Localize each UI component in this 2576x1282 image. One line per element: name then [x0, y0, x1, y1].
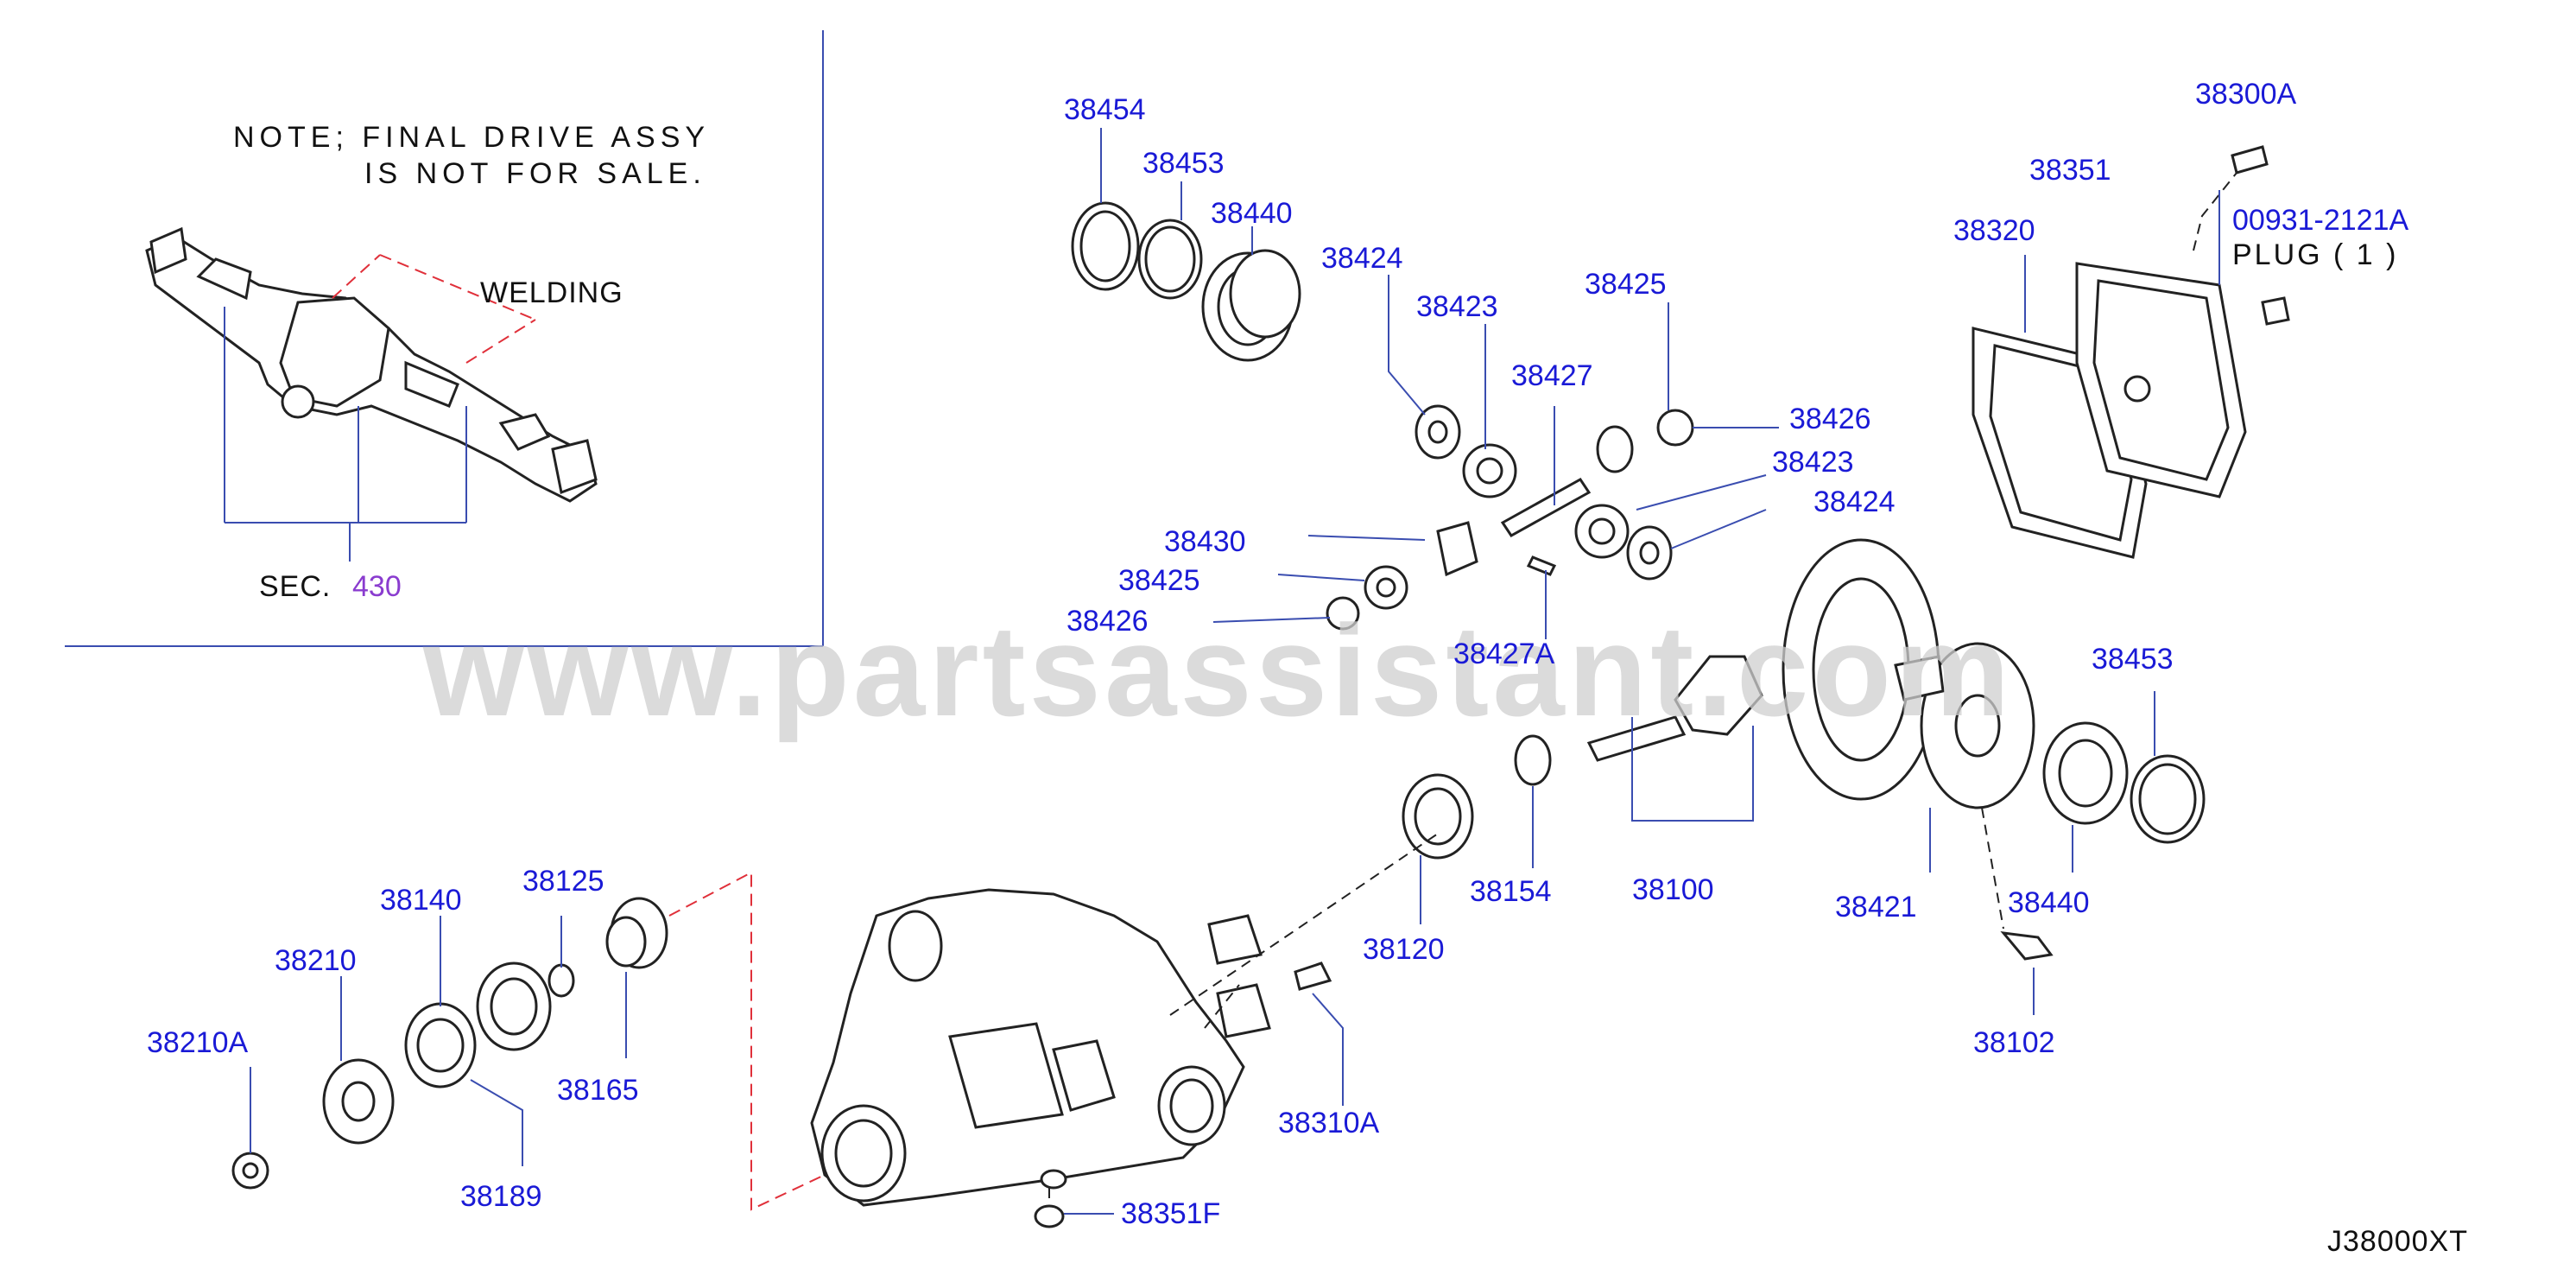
carrier-housing [810, 888, 1245, 1207]
part-label-38425-b[interactable]: 38425 [1118, 564, 1200, 597]
part-label-38453[interactable]: 38453 [1142, 147, 1225, 180]
flange-group [231, 897, 668, 1190]
part-label-38154[interactable]: 38154 [1470, 875, 1552, 908]
part-label-38120[interactable]: 38120 [1363, 933, 1445, 966]
sec-leader [224, 307, 467, 562]
part-label-38165[interactable]: 38165 [557, 1074, 639, 1107]
part-label-38454[interactable]: 38454 [1064, 93, 1146, 126]
part-label-38423-b[interactable]: 38423 [1772, 446, 1854, 479]
diff-small-parts [1326, 404, 1694, 631]
part-label-38424[interactable]: 38424 [1321, 242, 1403, 275]
carrier-guides [1169, 833, 1439, 1029]
bearing-caps [1207, 914, 1332, 1038]
part-label-38320[interactable]: 38320 [1953, 214, 2035, 247]
cover-guides [2193, 172, 2237, 251]
welding-guides [332, 254, 536, 364]
drive-pinion-ring-gear [1402, 538, 1940, 860]
part-label-38300A[interactable]: 38300A [2195, 78, 2297, 111]
part-label-38310A[interactable]: 38310A [1278, 1107, 1380, 1139]
diagram-code: J38000XT [2327, 1225, 2468, 1258]
inset-frame [65, 30, 824, 647]
diff-case-group [1894, 642, 2206, 961]
part-label-38426[interactable]: 38426 [1789, 403, 1871, 435]
part-label-38210A[interactable]: 38210A [147, 1026, 249, 1059]
rear-covers [1972, 145, 2290, 559]
part-label-38210[interactable]: 38210 [275, 944, 357, 977]
drain-plug [1034, 1204, 1065, 1228]
part-label-00931-2121A[interactable]: 00931-2121A [2232, 204, 2409, 237]
watermark: www.partsassistant.com [423, 598, 2014, 743]
sec-430-link[interactable]: 430 [352, 570, 402, 603]
part-label-38430[interactable]: 38430 [1164, 525, 1246, 558]
welding-label: WELDING [480, 276, 623, 309]
part-label-38100[interactable]: 38100 [1632, 873, 1714, 906]
leader-lines [250, 128, 2220, 1215]
seal-bearing-group-top [1071, 201, 1301, 362]
axle-housing-drawing [145, 226, 598, 503]
note-line-1: NOTE; FINAL DRIVE ASSY [233, 121, 711, 154]
part-label-38125[interactable]: 38125 [522, 865, 604, 898]
part-label-38440-b[interactable]: 38440 [2008, 886, 2090, 919]
part-label-38102[interactable]: 38102 [1973, 1026, 2055, 1059]
part-label-38427[interactable]: 38427 [1511, 359, 1593, 392]
part-label-38140[interactable]: 38140 [380, 884, 462, 917]
part-label-38424-b[interactable]: 38424 [1813, 486, 1896, 518]
part-label-38423[interactable]: 38423 [1416, 290, 1498, 323]
diff-guides [1981, 807, 2004, 930]
sec-prefix: SEC. [259, 570, 332, 603]
part-label-38453-b[interactable]: 38453 [2092, 643, 2174, 676]
part-label-38351[interactable]: 38351 [2029, 154, 2111, 187]
part-label-38425[interactable]: 38425 [1585, 268, 1667, 301]
part-label-38189[interactable]: 38189 [460, 1180, 542, 1213]
part-label-38427A[interactable]: 38427A [1453, 638, 1555, 670]
part-label-38421[interactable]: 38421 [1835, 891, 1917, 923]
part-label-38351F[interactable]: 38351F [1121, 1197, 1221, 1230]
part-label-38440[interactable]: 38440 [1211, 197, 1293, 230]
plug-text: PLUG ( 1 ) [2232, 238, 2399, 271]
note-line-2: IS NOT FOR SALE. [364, 157, 706, 190]
part-label-38426-b[interactable]: 38426 [1066, 605, 1149, 638]
flange-guides [668, 871, 826, 1211]
